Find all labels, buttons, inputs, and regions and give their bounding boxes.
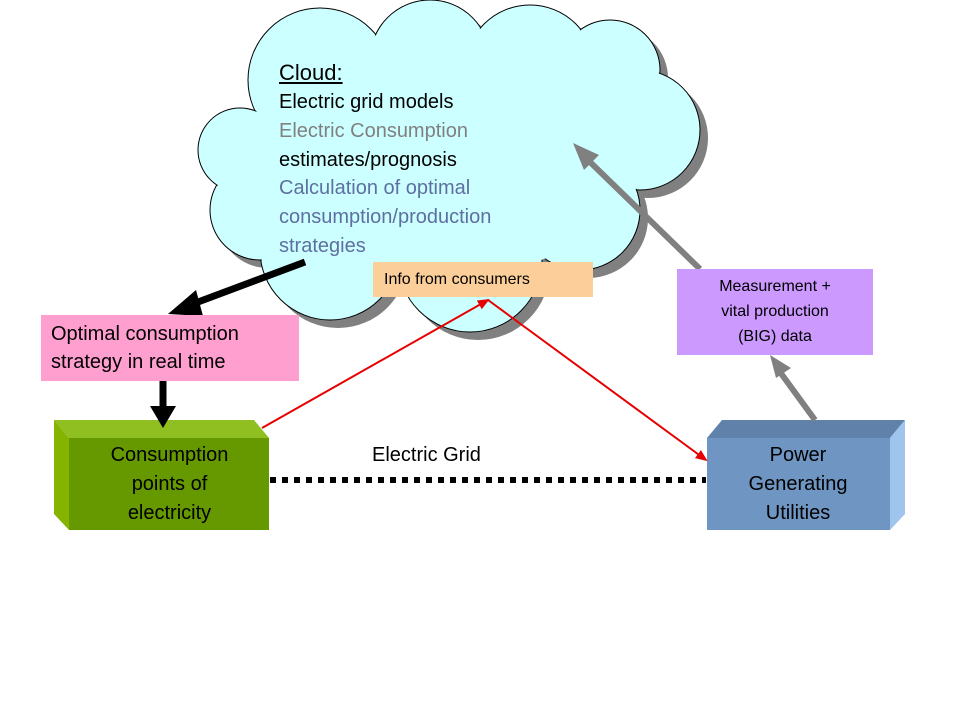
gray-arrow-measurement-to-cloud <box>573 143 703 272</box>
cloud-text-block: Cloud: Electric grid models Electric Con… <box>279 58 599 261</box>
red-arrow-consumers-to-info <box>261 299 490 429</box>
optimal-strategy-line-1: Optimal consumption <box>51 323 239 345</box>
black-arrow-cloud-to-optimal <box>168 258 307 316</box>
consumption-line-1: Consumption <box>110 443 229 466</box>
power-node-shape <box>707 420 905 530</box>
optimal-strategy-line-2: strategy in real time <box>51 351 226 373</box>
cloud-title: Cloud: <box>279 60 343 85</box>
cloud-fill-core <box>199 1 699 331</box>
gray-arrow-power-to-measurement <box>770 355 818 422</box>
measurement-line-1: Measurement + <box>719 278 831 295</box>
power-node-label: Power Generating Utilities <box>707 438 889 530</box>
red-arrow-info-to-power <box>487 299 708 462</box>
consumption-line-3: electricity <box>127 501 212 524</box>
consumption-node-shape <box>54 420 269 530</box>
info-from-consumers-label: Info from consumers <box>384 271 530 288</box>
cloud-line-calculation: Calculation of optimal <box>279 177 471 200</box>
black-arrow-optimal-to-consumption <box>150 381 176 428</box>
cloud-line-grid-models: Electric grid models <box>279 91 454 113</box>
consumption-line-2: points of <box>131 472 208 495</box>
optimal-strategy-box: Optimal consumption strategy in real tim… <box>41 315 299 381</box>
power-line-2: Generating <box>748 472 848 495</box>
cloud-line-electric-consumption: Electric Consumption <box>279 119 468 142</box>
measurement-box: Measurement + vital production (BIG) dat… <box>677 269 873 355</box>
info-from-consumers-box: Info from consumers <box>373 262 593 297</box>
electric-grid-label: Electric Grid <box>372 444 481 466</box>
power-line-3: Utilities <box>765 501 831 524</box>
cloud-line-strategies: strategies <box>279 234 366 257</box>
cloud-line-estimates: estimates/prognosis <box>279 148 457 171</box>
measurement-line-3: (BIG) data <box>738 328 812 345</box>
power-line-1: Power <box>769 443 827 466</box>
consumption-node-label: Consumption points of electricity <box>70 438 269 530</box>
measurement-line-2: vital production <box>721 303 829 320</box>
cloud-line-consumption-production: consumption/production <box>279 206 492 229</box>
